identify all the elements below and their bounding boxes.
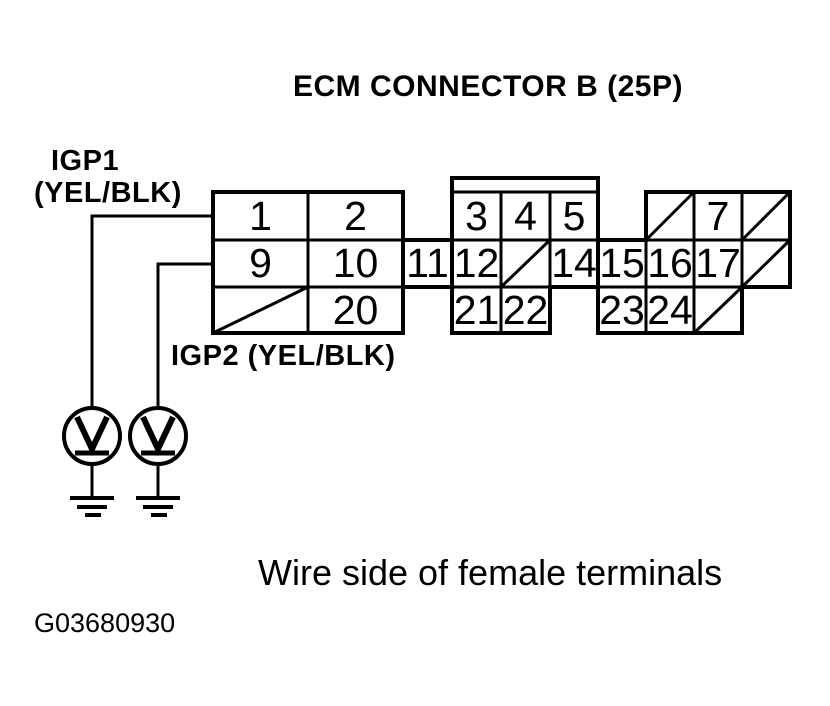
no-pin-diagonal xyxy=(644,190,696,242)
pin-cell-12: 12 xyxy=(453,240,500,286)
pin-cell-9: 9 xyxy=(249,240,272,286)
no-pin-diagonal xyxy=(499,238,552,289)
pin-cell-14: 14 xyxy=(551,240,597,286)
pin11-cell-edges xyxy=(403,238,452,289)
diagram-caption: Wire side of female terminals xyxy=(258,552,723,593)
pin-cell-10: 10 xyxy=(332,240,379,286)
pin-cell-5: 5 xyxy=(562,192,586,239)
igp1-wire-label: IGP1 xyxy=(51,145,120,177)
no-pin-diagonal xyxy=(212,285,309,335)
figure-id: G03680930 xyxy=(34,608,176,638)
pin-cell-16: 16 xyxy=(647,240,693,286)
pin-cell-11: 11 xyxy=(406,240,449,286)
igp1-wire xyxy=(90,214,213,408)
no-pin-diagonal xyxy=(740,238,792,289)
pin-cell-23: 23 xyxy=(599,286,645,333)
ground-bars-icon xyxy=(70,496,114,517)
pin-cell-3: 3 xyxy=(465,192,488,239)
ground-test-symbol-1 xyxy=(62,406,122,517)
igp2-wire-label: IGP2 (YEL/BLK) xyxy=(171,340,396,372)
ground-test-symbol-2 xyxy=(128,406,188,517)
pin-cell-17: 17 xyxy=(695,240,741,286)
pin-cell-1: 1 xyxy=(249,192,272,239)
pin-cell-20: 20 xyxy=(332,286,379,333)
pin-cell-22: 22 xyxy=(502,286,549,333)
no-pin-diagonal xyxy=(740,190,792,242)
pin-cell-24: 24 xyxy=(647,286,693,333)
no-pin-diagonal xyxy=(692,285,744,335)
right-block-outline xyxy=(596,190,792,335)
pin-cell-21: 21 xyxy=(453,286,500,333)
pin-cell-15: 15 xyxy=(599,240,645,286)
pin-cell-2: 2 xyxy=(344,192,367,239)
igp2-wire xyxy=(156,262,213,408)
diagram-title: ECM CONNECTOR B (25P) xyxy=(293,70,683,103)
v-glyph-icon xyxy=(74,415,110,457)
pin-cell-7: 7 xyxy=(706,192,730,239)
no-pin-diagonal-marks xyxy=(212,190,792,335)
pin-cell-4: 4 xyxy=(514,192,537,239)
igp1-wire-color: (YEL/BLK) xyxy=(34,177,182,209)
ground-bars-icon xyxy=(136,496,180,517)
v-glyph-icon xyxy=(140,415,176,457)
connector-grid xyxy=(211,176,792,335)
